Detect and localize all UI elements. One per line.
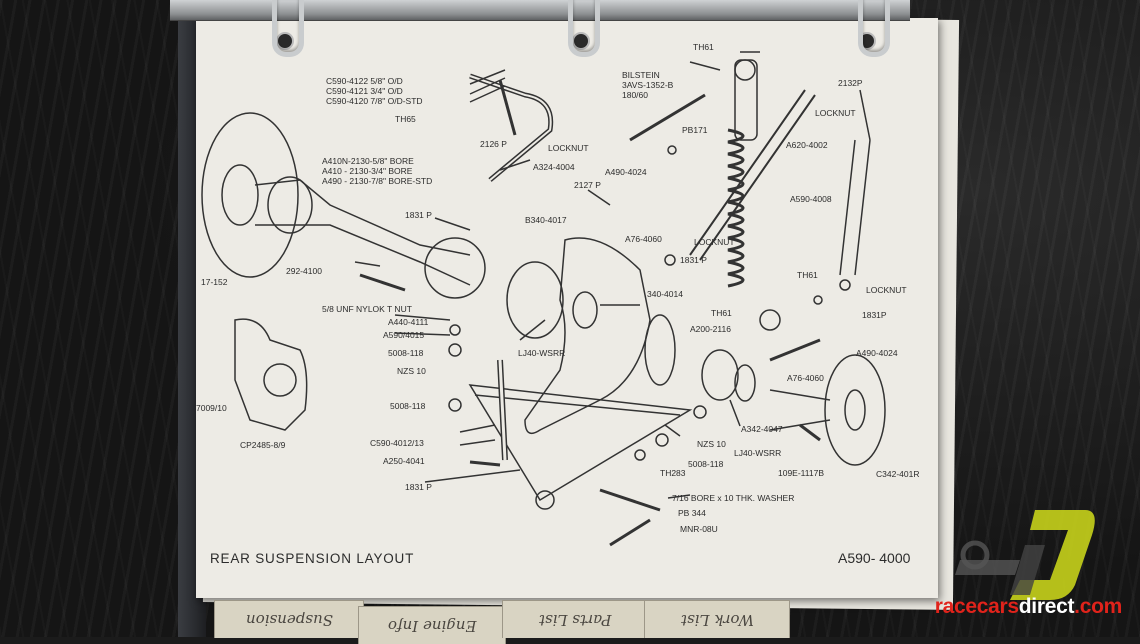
watermark-part2: direct [1018,595,1075,618]
label-a490-4024-right: A490-4024 [856,348,898,358]
label-th283: TH283 [660,468,686,478]
label-a342-4047: A342-4047 [741,424,783,434]
label-5008-118-b: 5008-118 [390,401,426,411]
label-a324-4004: A324-4004 [533,162,575,172]
label-th61-top: TH61 [693,42,714,52]
label-th65: TH65 [395,114,416,124]
label-pb344: PB 344 [678,508,706,518]
label-washer: 7/16 BORE x 10 THK. WASHER [672,493,794,503]
label-a200-2116: A200-2116 [690,324,731,334]
tab-parts-list[interactable]: Parts List [502,600,648,638]
diagram-labels: C590-4122 5/8" O/D C590-4121 3/4" O/D C5… [196,42,919,534]
label-bilstein: BILSTEIN [622,70,660,80]
label-a76-4060-top: A76-4060 [625,234,662,244]
label-th61-mid: TH61 [711,308,732,318]
label-th61-right: TH61 [797,270,818,280]
label-nzs10-b: NZS 10 [697,439,726,449]
watermark-part3: .com [1074,595,1122,618]
label-c590-4120: C590-4120 7/8" O/D-STD [326,96,423,106]
binder-ring-bar [170,0,910,21]
label-c590-4122: C590-4122 5/8" O/D [326,76,403,86]
label-292-4100: 292-4100 [286,266,322,276]
label-a590-4008: A590-4008 [790,194,832,204]
label-2127p: 2127 P [574,180,601,190]
label-a410n: A410N-2130-5/8" BORE [322,156,414,166]
tab-work-list[interactable]: Work List [644,600,790,638]
binder-ring [568,0,600,57]
label-a76-4060-right: A76-4060 [787,373,824,383]
label-b340-4017: B340-4017 [525,215,567,225]
label-17-152: 17-152 [201,277,228,287]
label-1831p-d: 1831 P [405,482,432,492]
label-bilstein-code: 3AVS-1352-B [622,80,674,90]
diagram-linework [201,51,886,547]
label-locknut-4: LOCKNUT [866,285,907,295]
label-a490-4024-top: A490-4024 [605,167,647,177]
label-2132p: 2132P [838,78,863,88]
label-locknut-1: LOCKNUT [548,143,589,153]
label-mnr-08u: MNR-08U [680,524,718,534]
diagram-title: REAR SUSPENSION LAYOUT [210,551,414,566]
label-nzs10-a: NZS 10 [397,366,426,376]
label-a250-4041: A250-4041 [383,456,425,466]
label-c342-401r: C342-401R [876,469,919,479]
label-109e-1117b: 109E-1117B [778,468,824,478]
label-unf-nut: 5/8 UNF NYLOK T NUT [322,304,412,314]
label-locknut-3: LOCKNUT [815,108,856,118]
label-lj40-a: LJ40-WSRR [518,348,565,358]
label-2126p: 2126 P [480,139,507,149]
label-cp2485: CP2485-8/9 [240,440,286,450]
label-a440-4111: A440-4111 [388,317,429,327]
label-c590-4012: C590-4012/13 [370,438,424,448]
label-340-4014: 340-4014 [647,289,683,299]
diagram-page [196,18,938,598]
label-a410: A410 - 2130-3/4" BORE [322,166,413,176]
drawing-number: A590- 4000 [838,550,911,566]
watermark: racecarsdirect.com [934,595,1123,619]
label-7009-10: 7009/10 [196,403,227,413]
tab-engine-info[interactable]: Engine Info [358,606,506,644]
racecars-direct-logo-icon [955,510,1095,600]
label-pb171: PB171 [682,125,708,135]
label-bilstein-size: 180/60 [622,90,648,100]
watermark-part1: racecars [934,595,1019,618]
binder-ring [858,0,890,57]
label-1831p-a: 1831 P [405,210,432,220]
label-lj40-b: LJ40-WSRR [734,448,781,458]
label-locknut-2: LOCKNUT [694,237,735,247]
binder-ring [272,0,304,57]
label-a620-4002: A620-4002 [786,140,828,150]
label-5008-118-c: 5008-118 [688,459,724,469]
label-a490-2130: A490 - 2130-7/8" BORE-STD [322,176,432,186]
label-1831p-b: 1831 P [680,255,707,265]
label-c590-4121: C590-4121 3/4" O/D [326,86,403,96]
tab-suspension[interactable]: Suspension [214,600,364,638]
label-1831p-c: 1831P [862,310,887,320]
label-5008-118-a: 5008-118 [388,348,424,358]
label-a590-4015: A590/4015 [383,330,424,340]
